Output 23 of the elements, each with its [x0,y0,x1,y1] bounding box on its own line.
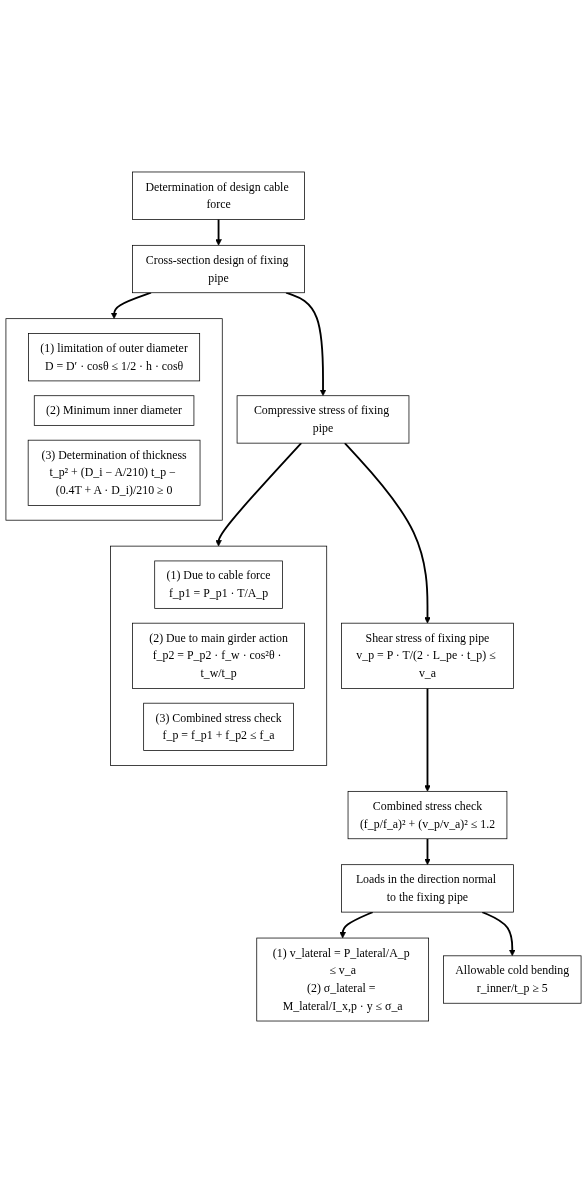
process-box: Allowable cold bending r_inner/t_p ≥ 5 [443,955,582,1004]
arrow [424,837,431,865]
process-box: Compressive stress of fixing pipe [236,395,410,444]
process-box: (2) Minimum inner diameter [33,395,195,426]
process-box: Loads in the direction normal to the fixing pipe [341,864,514,913]
arrow [424,687,431,792]
process-box: (1) limitation of outer diameter D = D′ · cosθ ≤ 1/2 · h · cosθ [28,333,201,382]
process-box: (1) Due to cable force f_p1 = P_p1 · T/A_p [154,560,283,609]
arrow [343,442,431,624]
process-box: Shear stress of fixing pipe v_p = P · T/(2 · L_pe · t_p) ≤ v_a [341,622,514,689]
process-box: (3) Determination of thickness t_p² + (D_i − A/210) t_p − (0.4T + A · D_i)/210 ≥ 0 [27,439,201,506]
process-box: (2) Due to main girder action f_p2 = P_p2 · f_w · cos²θ · t_w/t_p [132,622,305,689]
process-box: Cross-section design of fixing pipe [132,244,305,294]
arrow [215,442,303,547]
arrow [215,218,222,246]
arrow [110,291,152,319]
process-box: Determination of design cable force [132,171,305,220]
arrow [339,911,374,939]
process-box: Combined stress check (f_p/f_a)² + (v_p/v_a)² ≤ 1.2 [347,791,508,840]
process-box: (1) v_lateral = P_lateral/A_p ≤ v_a (2) σ_lateral = M_lateral/I_x,p · y ≤ σ_a [256,937,429,1022]
arrow [285,291,327,396]
arrow [481,911,516,957]
process-box: (3) Combined stress check f_p = f_p1 + f_p2 ≤ f_a [143,702,294,751]
